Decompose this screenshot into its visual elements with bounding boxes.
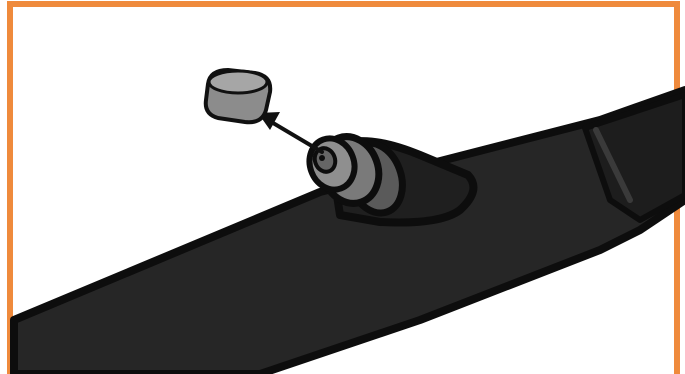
connector-nozzle <box>306 133 406 217</box>
handle-body <box>10 86 685 374</box>
handle-sleeve <box>582 92 685 223</box>
cap <box>203 68 273 125</box>
removal-arrow-icon <box>258 112 324 154</box>
sleeve-edge-highlight <box>593 127 633 203</box>
